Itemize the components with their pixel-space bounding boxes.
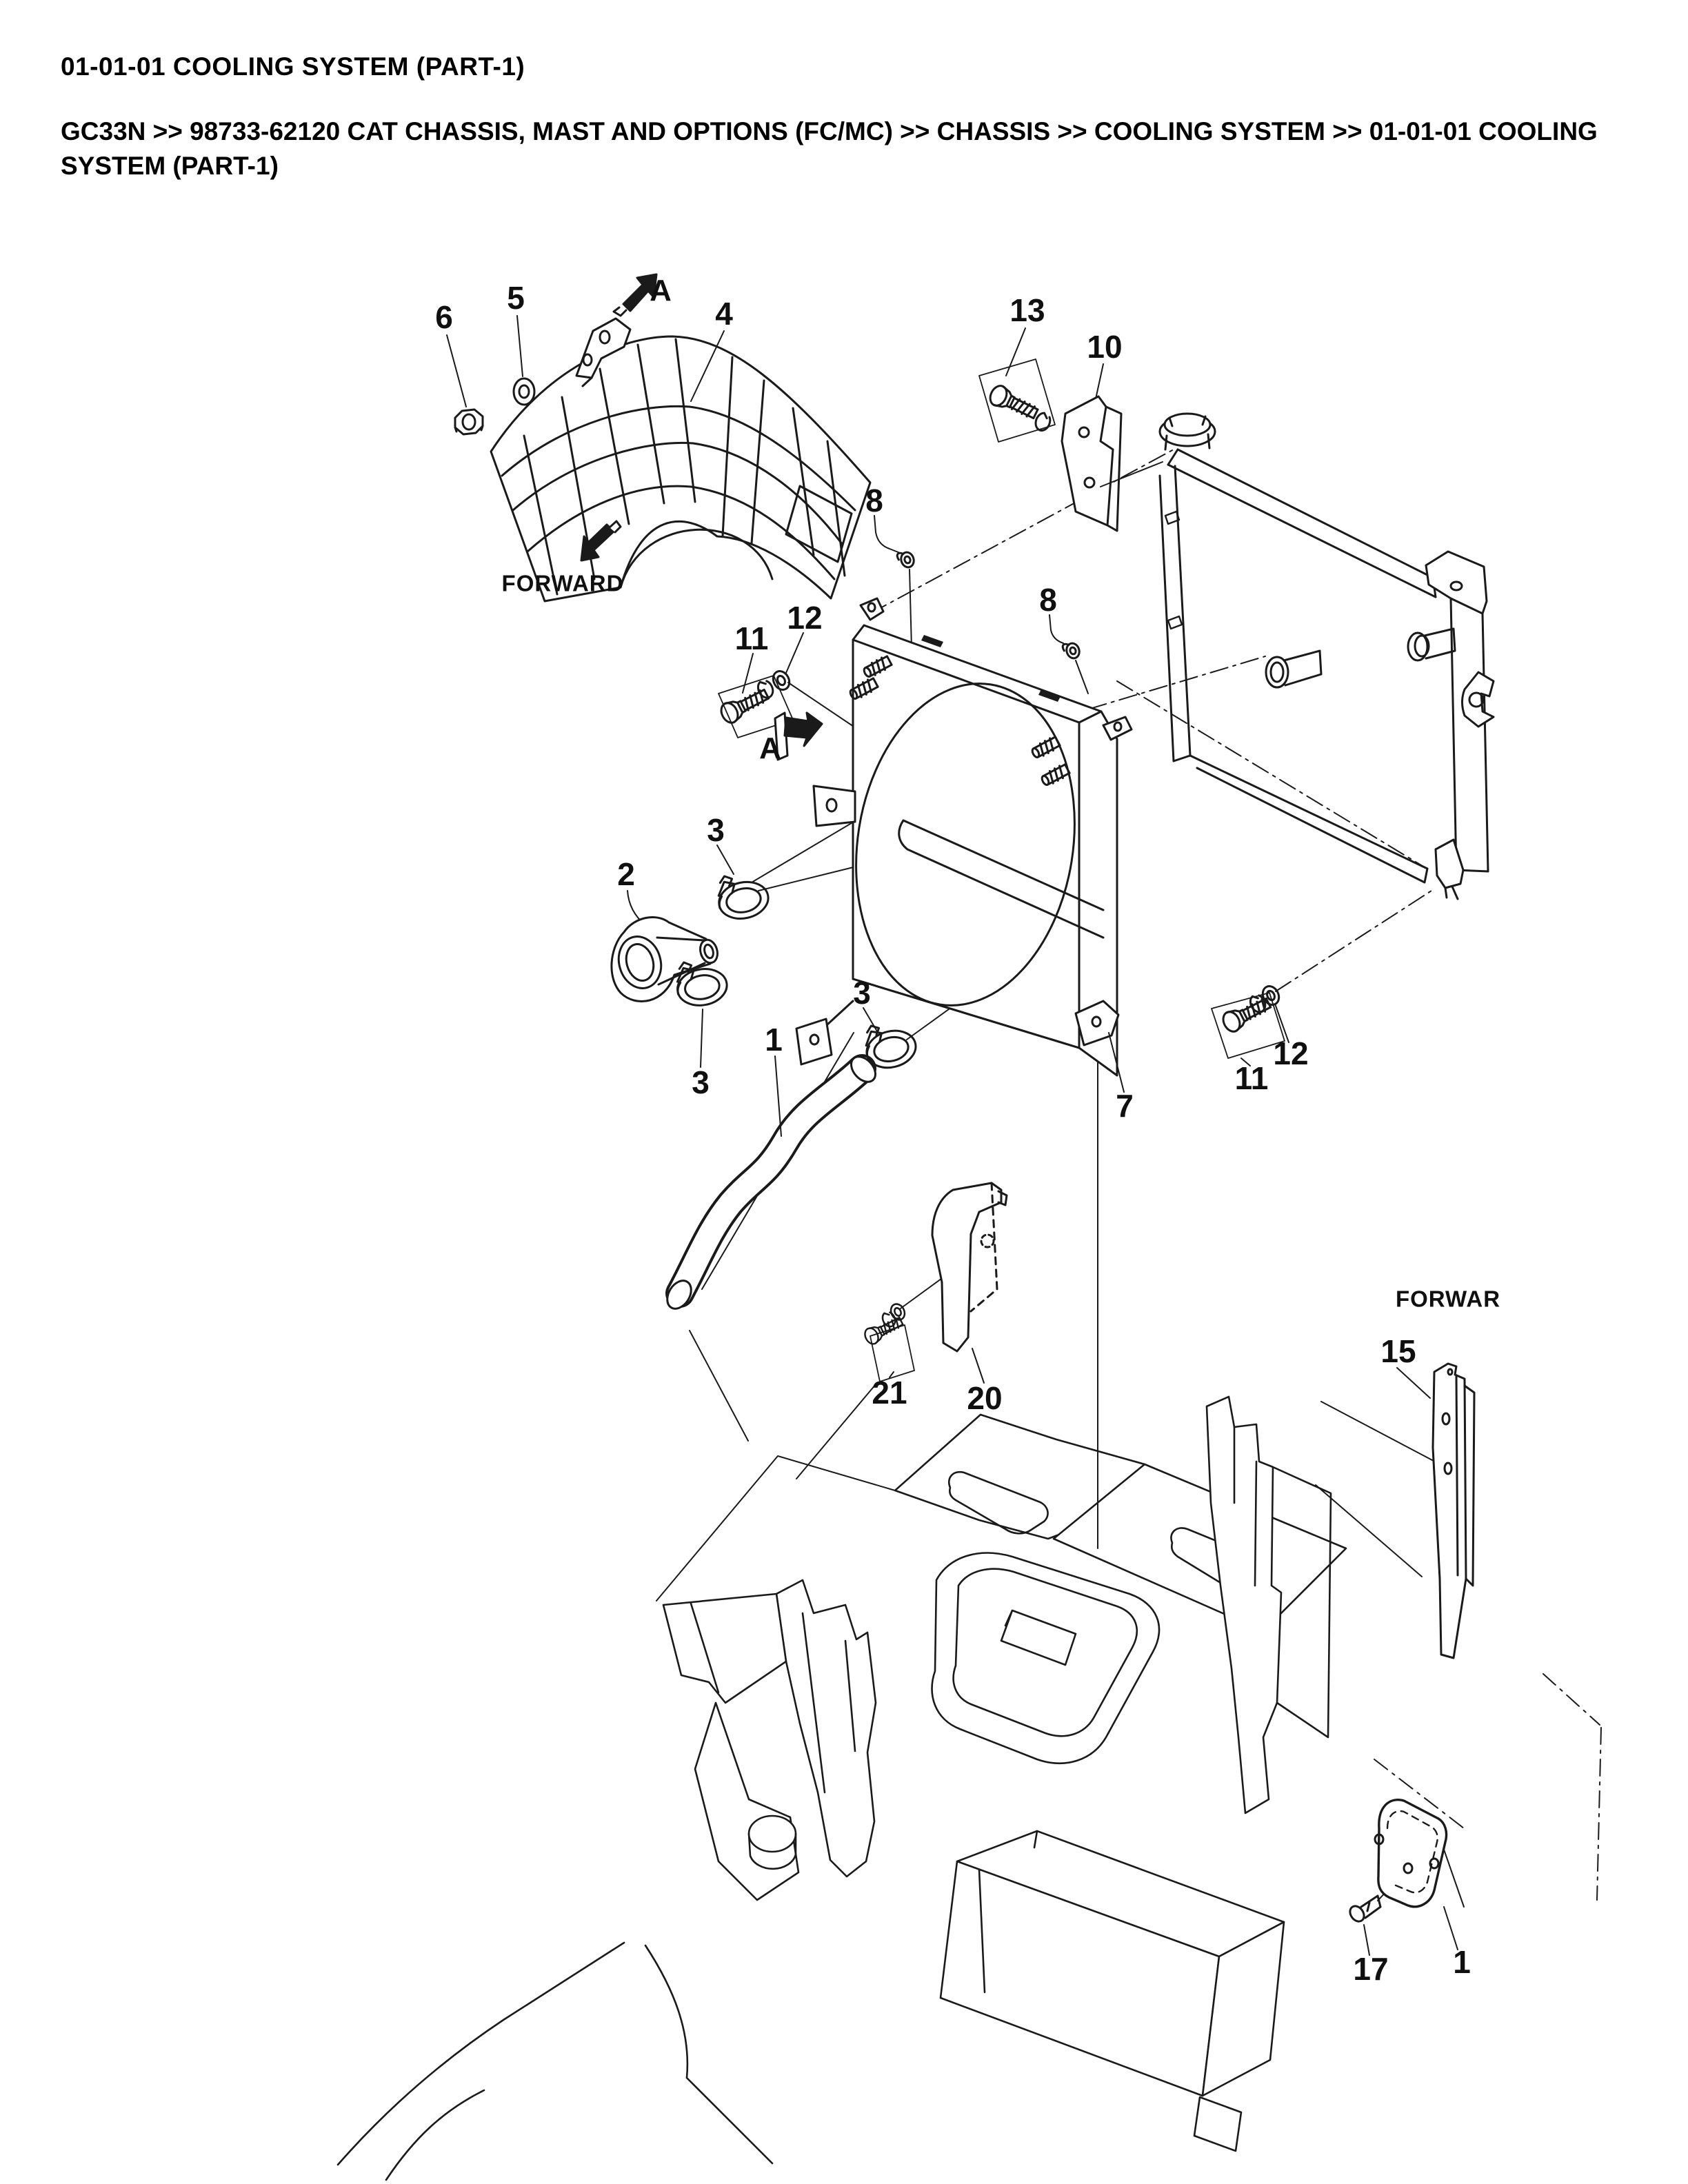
clip-8b-drawing bbox=[1049, 614, 1089, 694]
bolt-11-right-drawing bbox=[1211, 982, 1289, 1066]
chassis-frame-drawing bbox=[336, 1395, 1602, 2181]
part-callout-6: 6 bbox=[435, 299, 453, 335]
washer-5-drawing bbox=[512, 315, 536, 406]
bolt-13-drawing bbox=[978, 327, 1056, 443]
hose-1-drawing bbox=[665, 1054, 876, 1310]
view-label-a-top: A bbox=[650, 274, 672, 307]
clip-8a-drawing bbox=[874, 515, 917, 649]
fan-shroud-drawing bbox=[795, 597, 1133, 1077]
leader-7 bbox=[1108, 1032, 1125, 1093]
bracket-20-drawing bbox=[931, 1182, 1008, 1384]
view-a-arrow-mid bbox=[774, 711, 823, 761]
forward-label-left: FORWARD bbox=[501, 570, 624, 596]
part-callout-16-truncated: 1 bbox=[1453, 1944, 1471, 1980]
leader-4 bbox=[690, 330, 725, 402]
strip-15-drawing bbox=[1396, 1362, 1476, 1659]
part-callout-10: 10 bbox=[1087, 329, 1123, 365]
breadcrumb: GC33N >> 98733-62120 CAT CHASSIS, MAST A… bbox=[61, 117, 1598, 180]
bolt-21-drawing bbox=[861, 1300, 915, 1382]
bracket-10-drawing bbox=[1061, 363, 1163, 532]
part-callout-21: 21 bbox=[872, 1375, 907, 1410]
part-callout-11a: 11 bbox=[734, 620, 769, 656]
part-callout-3c: 3 bbox=[853, 975, 871, 1011]
clamp-3c-drawing bbox=[859, 1007, 921, 1074]
part-callout-1: 1 bbox=[765, 1022, 783, 1058]
part-callout-3a: 3 bbox=[707, 812, 725, 848]
nut-6-drawing bbox=[446, 334, 484, 436]
part-callout-12a: 12 bbox=[787, 600, 823, 636]
part-callout-5: 5 bbox=[507, 280, 525, 316]
clamp-3b-drawing bbox=[672, 954, 731, 1068]
part-callout-3b: 3 bbox=[692, 1064, 710, 1100]
part-callout-15: 15 bbox=[1380, 1333, 1416, 1369]
part-callout-4: 4 bbox=[715, 296, 733, 332]
cover-plate-drawing bbox=[1374, 1799, 1458, 1950]
page-title: 01-01-01 COOLING SYSTEM (PART-1) bbox=[61, 52, 525, 81]
fan-guard-drawing bbox=[490, 317, 872, 603]
part-callout-7: 7 bbox=[1116, 1088, 1134, 1124]
clamp-3a-drawing bbox=[712, 845, 773, 924]
part-callout-17: 17 bbox=[1353, 1951, 1389, 1987]
part-callout-12b: 12 bbox=[1273, 1035, 1309, 1071]
view-label-a-mid: A bbox=[759, 731, 781, 765]
part-callout-20: 20 bbox=[967, 1380, 1003, 1416]
forward-arrow bbox=[580, 520, 622, 562]
part-callout-13: 13 bbox=[1009, 292, 1045, 328]
part-callout-11b: 11 bbox=[1234, 1060, 1269, 1096]
part-callout-2: 2 bbox=[617, 856, 635, 892]
view-a-arrow-top bbox=[612, 273, 658, 317]
forward-label-right-truncated: FORWAR bbox=[1395, 1286, 1501, 1312]
elbow-pipe-2-drawing bbox=[610, 890, 719, 1003]
part-callout-8b: 8 bbox=[1039, 582, 1057, 618]
radiator-drawing bbox=[1158, 412, 1495, 900]
part-callout-8a: 8 bbox=[865, 483, 883, 518]
